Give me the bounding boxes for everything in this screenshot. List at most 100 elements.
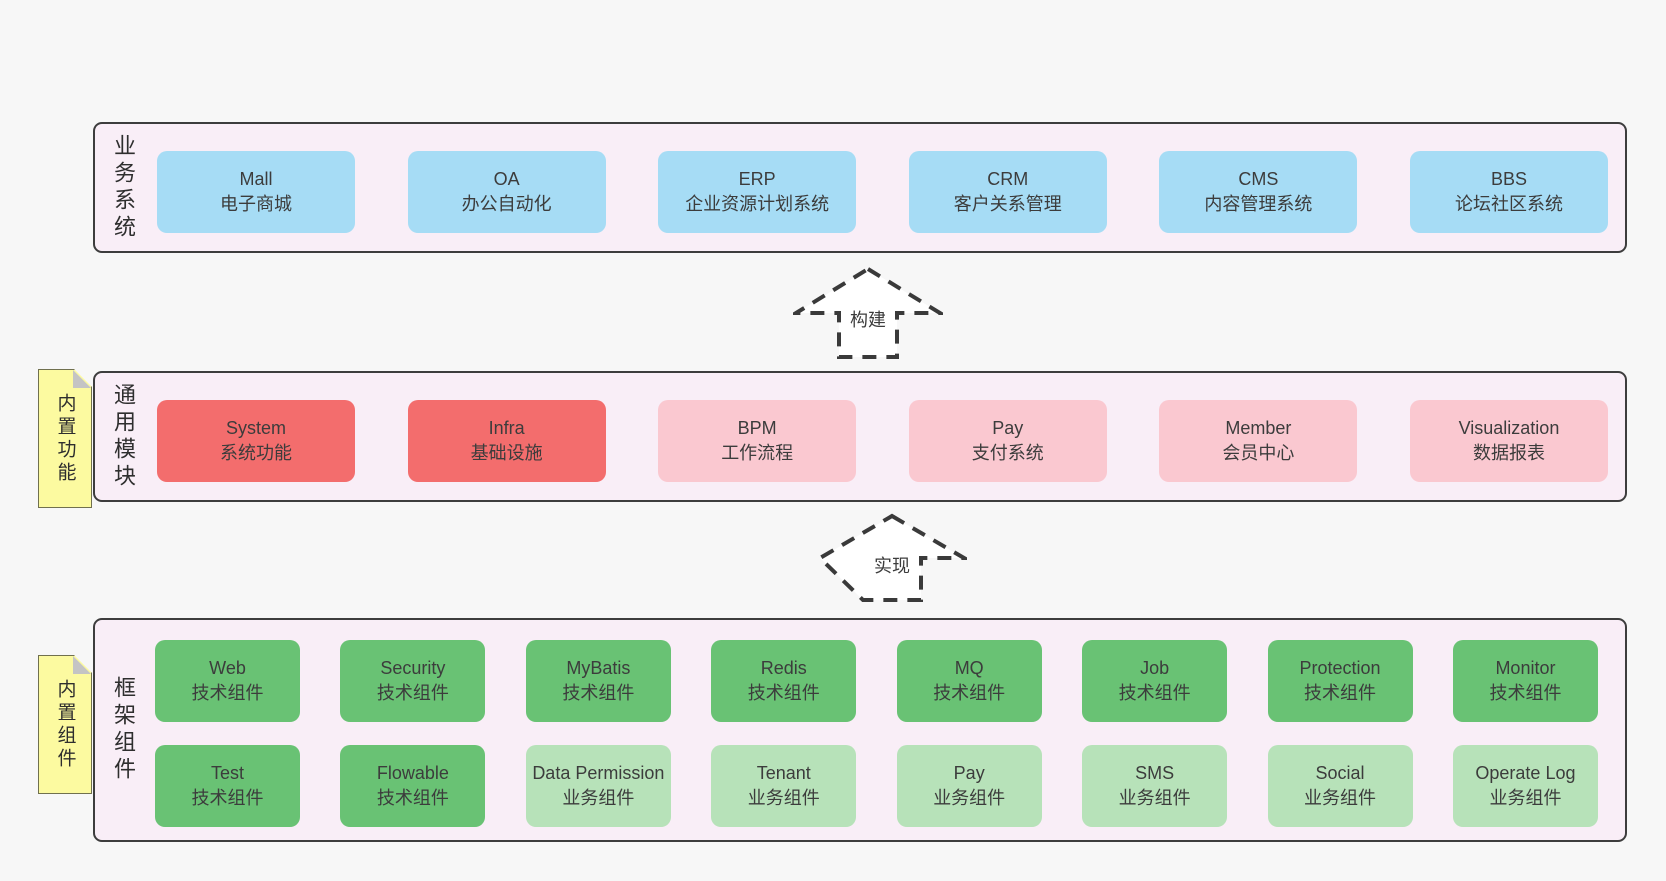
box-system: System 系统功能 <box>157 400 355 482</box>
common-modules-row: System 系统功能 Infra 基础设施 BPM 工作流程 Pay 支付系统… <box>157 400 1608 482</box>
box-desc: 业务组件 <box>747 788 820 808</box>
box-desc: 技术组件 <box>1489 683 1562 703</box>
up-arrow-implement: 实现 <box>817 513 967 603</box>
box-name: Web <box>209 658 246 678</box>
panel-framework-components: 框架组件 Web 技术组件 Security 技术组件 MyBatis 技术组件… <box>93 618 1627 842</box>
box-name: Flowable <box>376 763 449 783</box>
box-desc: 技术组件 <box>747 683 820 703</box>
box-name: BPM <box>737 418 777 438</box>
box-mybatis: MyBatis 技术组件 <box>525 640 671 722</box>
box-desc: 技术组件 <box>376 683 449 703</box>
box-name: CMS <box>1238 169 1279 189</box>
up-arrow-build: 构建 <box>793 266 943 360</box>
box-desc: 电子商城 <box>220 194 292 214</box>
box-desc: 业务组件 <box>1304 788 1377 808</box>
box-crm: CRM 客户关系管理 <box>908 151 1107 233</box>
sticky-note-built-in-features: 内置功能 <box>38 369 92 508</box>
box-name: System <box>225 418 286 438</box>
box-mall: Mall 电子商城 <box>157 151 355 233</box>
box-desc: 客户关系管理 <box>953 194 1062 214</box>
box-desc: 技术组件 <box>1118 683 1191 703</box>
box-name: Mall <box>239 169 273 189</box>
box-desc: 工作流程 <box>721 443 794 463</box>
box-name: Social <box>1315 763 1365 783</box>
box-desc: 支付系统 <box>971 443 1044 463</box>
box-desc: 办公自动化 <box>461 194 552 214</box>
box-member: Member 会员中心 <box>1159 400 1358 482</box>
box-desc: 企业资源计划系统 <box>685 194 830 214</box>
box-desc: 业务组件 <box>1489 788 1562 808</box>
box-name: Protection <box>1299 658 1381 678</box>
panel-title-framework-components: 框架组件 <box>111 676 136 784</box>
box-pay-component: Pay 业务组件 <box>896 745 1042 827</box>
arrow-label-build: 构建 <box>846 305 890 334</box>
box-name: Visualization <box>1458 418 1560 438</box>
box-pay-module: Pay 支付系统 <box>908 400 1107 482</box>
box-name: MQ <box>954 658 984 678</box>
box-desc: 论坛社区系统 <box>1454 194 1563 214</box>
box-erp: ERP 企业资源计划系统 <box>658 151 857 233</box>
box-name: ERP <box>738 169 776 189</box>
box-desc: 技术组件 <box>562 683 635 703</box>
box-name: Security <box>380 658 446 678</box>
folded-corner-icon <box>73 370 91 388</box>
box-desc: 业务组件 <box>933 788 1006 808</box>
box-web: Web 技术组件 <box>155 640 300 722</box>
box-name: BBS <box>1490 169 1527 189</box>
panel-title-business-systems: 业务系统 <box>111 133 136 242</box>
box-desc: 数据报表 <box>1472 443 1545 463</box>
box-desc: 技术组件 <box>191 683 264 703</box>
box-name: Pay <box>953 763 985 783</box>
box-infra: Infra 基础设施 <box>407 400 606 482</box>
box-name: Operate Log <box>1475 763 1576 783</box>
box-name: Tenant <box>756 763 811 783</box>
box-bbs: BBS 论坛社区系统 <box>1409 151 1608 233</box>
box-tenant: Tenant 业务组件 <box>711 745 857 827</box>
sticky-note-built-in-components: 内置组件 <box>38 655 92 794</box>
framework-components-row-2: Test 技术组件 Flowable 技术组件 Data Permission … <box>155 745 1598 827</box>
box-visualization: Visualization 数据报表 <box>1409 400 1608 482</box>
panel-title-common-modules: 通用模块 <box>111 382 136 491</box>
box-desc: 业务组件 <box>562 788 635 808</box>
box-name: Infra <box>488 418 525 438</box>
box-monitor: Monitor 技术组件 <box>1452 640 1598 722</box>
box-name: SMS <box>1135 763 1175 783</box>
box-name: CRM <box>987 169 1029 189</box>
box-desc: 内容管理系统 <box>1204 194 1313 214</box>
box-social: Social 业务组件 <box>1267 745 1413 827</box>
box-mq: MQ 技术组件 <box>896 640 1042 722</box>
note-text: 内置组件 <box>54 678 76 771</box>
box-name: Data Permission <box>532 763 665 783</box>
box-name: Redis <box>760 658 807 678</box>
panel-business-systems: 业务系统 Mall 电子商城 OA 办公自动化 ERP 企业资源计划系统 CRM… <box>93 122 1627 253</box>
box-name: Test <box>210 763 244 783</box>
box-name: Pay <box>992 418 1024 438</box>
box-redis: Redis 技术组件 <box>711 640 857 722</box>
box-test: Test 技术组件 <box>155 745 300 827</box>
note-text: 内置功能 <box>54 392 76 485</box>
box-bpm: BPM 工作流程 <box>658 400 857 482</box>
box-protection: Protection 技术组件 <box>1267 640 1413 722</box>
box-cms: CMS 内容管理系统 <box>1159 151 1358 233</box>
box-data-permission: Data Permission 业务组件 <box>525 745 671 827</box>
box-desc: 会员中心 <box>1222 443 1295 463</box>
box-desc: 业务组件 <box>1118 788 1191 808</box>
box-desc: 技术组件 <box>376 788 449 808</box>
box-name: MyBatis <box>566 658 631 678</box>
box-name: Member <box>1225 418 1292 438</box>
framework-components-row-1: Web 技术组件 Security 技术组件 MyBatis 技术组件 Redi… <box>155 640 1598 722</box>
box-oa: OA 办公自动化 <box>407 151 606 233</box>
panel-common-modules: 通用模块 System 系统功能 Infra 基础设施 BPM 工作流程 Pay… <box>93 371 1627 502</box>
box-desc: 技术组件 <box>191 788 264 808</box>
box-name: Job <box>1140 658 1170 678</box>
arrow-label-implement: 实现 <box>870 550 914 579</box>
box-sms: SMS 业务组件 <box>1082 745 1228 827</box>
box-desc: 技术组件 <box>933 683 1006 703</box>
business-systems-row: Mall 电子商城 OA 办公自动化 ERP 企业资源计划系统 CRM 客户关系… <box>157 151 1608 233</box>
box-desc: 技术组件 <box>1304 683 1377 703</box>
folded-corner-icon <box>73 656 91 674</box>
box-job: Job 技术组件 <box>1082 640 1228 722</box>
box-desc: 系统功能 <box>220 443 292 463</box>
box-operate-log: Operate Log 业务组件 <box>1452 745 1598 827</box>
